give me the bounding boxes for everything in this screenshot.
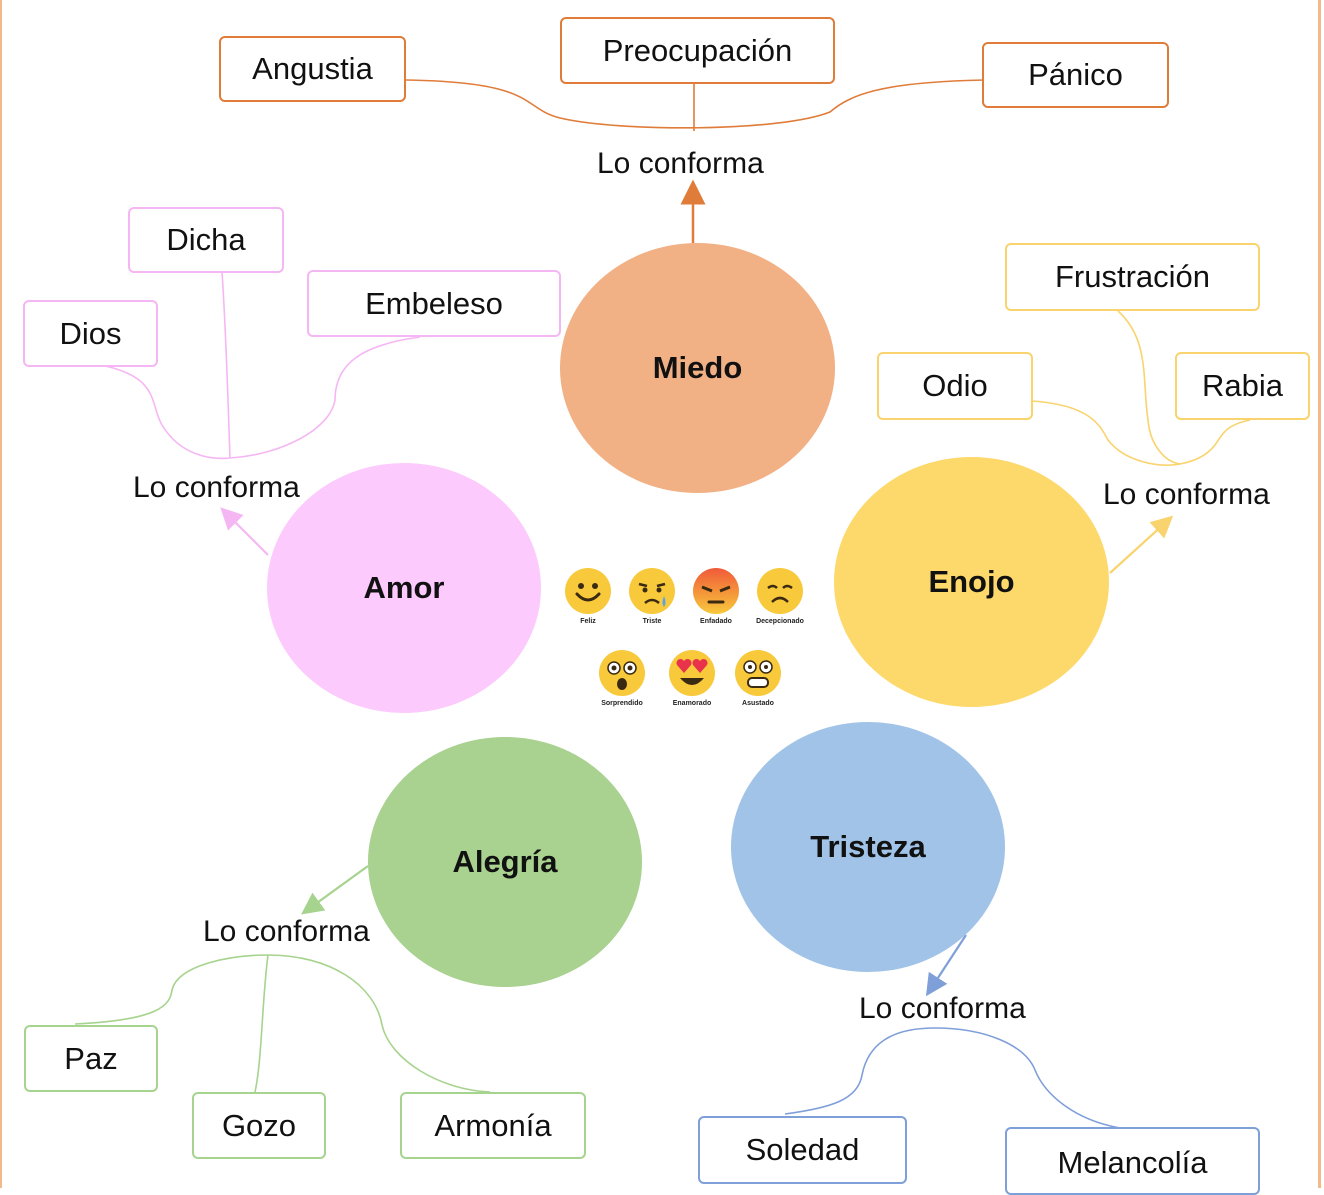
enojo-item-odio: Odio <box>877 352 1033 420</box>
alegria-item-paz: Paz <box>24 1025 158 1092</box>
miedo-item-preocupacion: Preocupación <box>560 17 835 84</box>
enojo-item-frustracion: Frustración <box>1005 243 1260 311</box>
amor-connector-label: Lo conforma <box>133 471 300 504</box>
alegria-links <box>74 865 491 1093</box>
miedo-item-panico: Pánico <box>982 42 1169 108</box>
crying-face-icon <box>629 568 675 614</box>
amor-item-dios: Dios <box>23 300 158 367</box>
emotion-sorprendido: Sorprendido <box>590 648 654 707</box>
amor-node: Amor <box>267 463 541 713</box>
heart-eyes-face-icon <box>669 650 715 696</box>
tristeza-links <box>784 934 1121 1129</box>
tristeza-item-melancolia: Melancolía <box>1005 1127 1260 1195</box>
alegria-item-armonia: Armonía <box>400 1092 586 1159</box>
tristeza-item-soledad: Soledad <box>698 1116 907 1184</box>
miedo-links <box>404 79 986 243</box>
emotion-decepcionado: Decepcionado <box>748 566 812 625</box>
miedo-connector-label: Lo conforma <box>597 147 764 180</box>
amor-item-dicha: Dicha <box>128 207 284 273</box>
happy-face-icon <box>565 568 611 614</box>
surprised-face-icon <box>599 650 645 696</box>
alegria-connector-label: Lo conforma <box>203 915 370 948</box>
amor-links <box>104 271 421 556</box>
disappointed-face-icon <box>757 568 803 614</box>
emotion-asustado: Asustado <box>726 648 790 707</box>
tristeza-connector-label: Lo conforma <box>859 992 1026 1025</box>
amor-item-embeleso: Embeleso <box>307 270 561 337</box>
scared-face-icon <box>735 650 781 696</box>
angry-face-icon <box>693 568 739 614</box>
enojo-links <box>1031 310 1251 574</box>
enojo-node: Enojo <box>834 457 1109 707</box>
alegria-item-gozo: Gozo <box>192 1092 326 1159</box>
miedo-item-angustia: Angustia <box>219 36 406 102</box>
enojo-item-rabia: Rabia <box>1175 352 1310 420</box>
enojo-connector-label: Lo conforma <box>1103 478 1270 511</box>
miedo-node: Miedo <box>560 243 835 493</box>
alegria-node: Alegría <box>368 737 642 987</box>
emotion-enfadado: Enfadado <box>684 566 748 625</box>
tristeza-node: Tristeza <box>731 722 1005 972</box>
emotion-feliz: Feliz <box>556 566 620 625</box>
emotions-legend: Feliz Triste Enfadado Decepcionado <box>556 560 816 720</box>
emotion-enamorado: Enamorado <box>660 648 724 707</box>
emotion-triste: Triste <box>620 566 684 625</box>
